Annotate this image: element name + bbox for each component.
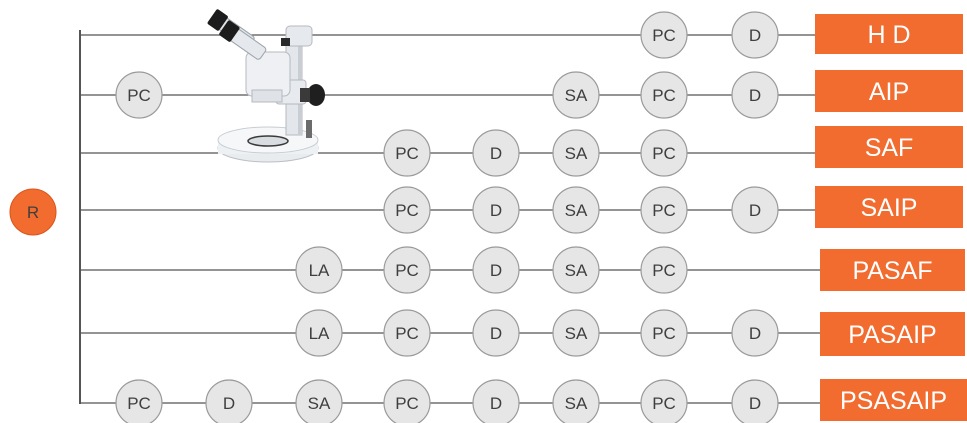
flow-node: LA bbox=[296, 310, 342, 356]
node-label: D bbox=[749, 324, 761, 343]
node-label: PC bbox=[127, 86, 151, 105]
flow-node: PC bbox=[641, 12, 687, 58]
node-label: PC bbox=[395, 201, 419, 220]
node-label: D bbox=[749, 201, 761, 220]
flow-node: PC bbox=[116, 380, 162, 423]
flow-node: SA bbox=[296, 380, 342, 423]
node-label: D bbox=[490, 261, 502, 280]
flow-row: PC D bbox=[80, 12, 815, 58]
result-label-box: H D bbox=[815, 14, 963, 54]
flow-row: LA PC D SA PC bbox=[80, 247, 825, 293]
result-label-text: PASAF bbox=[852, 257, 932, 285]
flow-node: LA bbox=[296, 247, 342, 293]
flow-row: PC SA PC D bbox=[80, 72, 815, 118]
flow-node: PC bbox=[641, 310, 687, 356]
flow-node: PC bbox=[116, 72, 162, 118]
node-label: D bbox=[490, 324, 502, 343]
result-label-text: H D bbox=[867, 21, 910, 49]
node-label: SA bbox=[565, 86, 588, 105]
node-label: PC bbox=[395, 261, 419, 280]
flow-node: PC bbox=[641, 72, 687, 118]
result-label-box: SAF bbox=[815, 126, 963, 168]
node-label: SA bbox=[308, 394, 331, 413]
flow-node: PC bbox=[384, 380, 430, 423]
node-label: PC bbox=[652, 201, 676, 220]
result-label-text: PSASAIP bbox=[840, 387, 947, 415]
root-label: R bbox=[27, 203, 39, 222]
root-node: R bbox=[10, 189, 56, 235]
node-label: SA bbox=[565, 261, 588, 280]
flow-node: D bbox=[473, 247, 519, 293]
node-label: SA bbox=[565, 201, 588, 220]
flow-row: PC D SA PC D bbox=[80, 187, 815, 233]
flow-node: PC bbox=[384, 130, 430, 176]
flow-node: PC bbox=[384, 310, 430, 356]
node-label: PC bbox=[652, 26, 676, 45]
flow-node: PC bbox=[641, 187, 687, 233]
result-label-box: PASAF bbox=[820, 249, 965, 291]
result-label-box: PSASAIP bbox=[820, 379, 967, 421]
flow-node: D bbox=[732, 72, 778, 118]
node-label: D bbox=[490, 394, 502, 413]
node-label: PC bbox=[652, 261, 676, 280]
flow-node: D bbox=[732, 187, 778, 233]
node-label: LA bbox=[309, 261, 330, 280]
flow-node: SA bbox=[553, 130, 599, 176]
flow-node: SA bbox=[553, 380, 599, 423]
flow-node: D bbox=[732, 12, 778, 58]
flow-node: D bbox=[732, 310, 778, 356]
flow-node: SA bbox=[553, 247, 599, 293]
node-label: D bbox=[490, 144, 502, 163]
flow-node: D bbox=[473, 130, 519, 176]
result-label-text: PASAIP bbox=[848, 321, 936, 349]
flow-row: PC D SA PC bbox=[80, 130, 815, 176]
flow-node: D bbox=[206, 380, 252, 423]
node-label: SA bbox=[565, 144, 588, 163]
flow-node: PC bbox=[384, 247, 430, 293]
node-label: PC bbox=[395, 394, 419, 413]
node-label: D bbox=[749, 86, 761, 105]
flow-node: D bbox=[473, 310, 519, 356]
result-label-text: SAF bbox=[865, 134, 914, 162]
flow-node: PC bbox=[641, 247, 687, 293]
node-label: PC bbox=[652, 324, 676, 343]
node-label: D bbox=[223, 394, 235, 413]
result-label-box: SAIP bbox=[815, 186, 963, 228]
node-label: PC bbox=[395, 324, 419, 343]
node-label: LA bbox=[309, 324, 330, 343]
flow-node: D bbox=[732, 380, 778, 423]
flow-node: SA bbox=[553, 310, 599, 356]
flow-node: D bbox=[473, 380, 519, 423]
flow-node: D bbox=[473, 187, 519, 233]
node-label: D bbox=[749, 26, 761, 45]
stereo-microscope-image bbox=[207, 9, 325, 162]
node-label: PC bbox=[652, 86, 676, 105]
result-label-text: SAIP bbox=[861, 194, 918, 222]
node-label: D bbox=[490, 201, 502, 220]
node-label: SA bbox=[565, 324, 588, 343]
flow-row: LA PC D SA PC D bbox=[80, 310, 825, 356]
result-label-box: PASAIP bbox=[820, 312, 965, 356]
flow-node: SA bbox=[553, 187, 599, 233]
result-label-text: AIP bbox=[869, 78, 909, 106]
node-label: SA bbox=[565, 394, 588, 413]
node-label: PC bbox=[127, 394, 151, 413]
flow-node: PC bbox=[384, 187, 430, 233]
result-label-box: AIP bbox=[815, 70, 963, 112]
node-label: PC bbox=[395, 144, 419, 163]
flow-node: SA bbox=[553, 72, 599, 118]
flow-node: PC bbox=[641, 130, 687, 176]
node-label: PC bbox=[652, 144, 676, 163]
node-label: D bbox=[749, 394, 761, 413]
flow-row: PC D SA PC D SA PC D bbox=[80, 380, 825, 423]
flow-node: PC bbox=[641, 380, 687, 423]
node-label: PC bbox=[652, 394, 676, 413]
